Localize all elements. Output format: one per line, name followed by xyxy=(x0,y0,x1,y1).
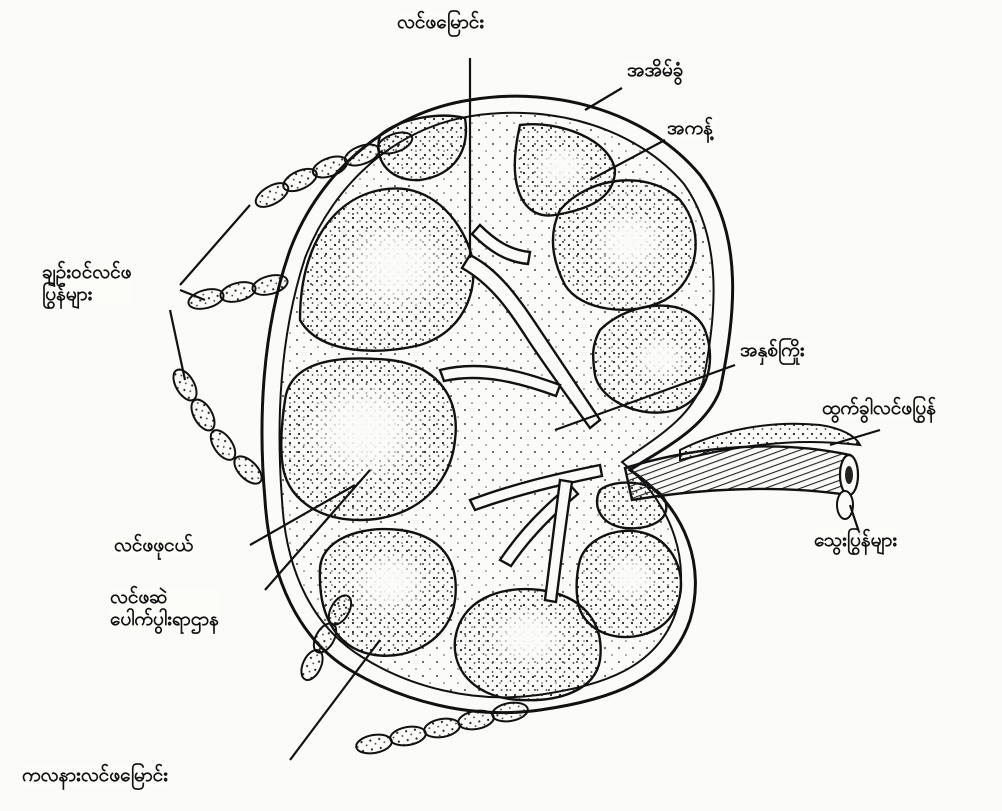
leader-afferent-1 xyxy=(180,205,250,285)
label-trabecula: အကန့် xyxy=(665,118,715,140)
afferent-vessel-lower xyxy=(169,366,267,489)
leader-capsule xyxy=(585,88,622,110)
label-lymph-sinus: လင်ဖမြောင်း xyxy=(395,12,486,34)
afferent-vessel-bottom xyxy=(355,700,530,756)
label-afferent-lymph-vessels: ချဉ်းဝင်လင်ဖ ပြွန်များ xyxy=(40,262,133,306)
label-blood-vessels: သွေးပြွန်များ xyxy=(812,530,899,552)
label-efferent-lymph-vessel: ထွက်ခွါလင်ဖပြွန် xyxy=(820,398,938,420)
label-capsule: အအိမ်ခွံ xyxy=(625,60,685,82)
label-lymph-nodule: လင်ဖဖုငယ် xyxy=(112,535,195,557)
label-germinal-center: လင်ဖဆဲ ပေါက်ပွါးရာဌာန xyxy=(108,587,221,631)
label-subcapsular-sinus: ကလနားလင်ဖမြောင်း xyxy=(20,765,170,787)
label-medullary-cord: အနှစ်ကြိုး xyxy=(738,340,807,362)
